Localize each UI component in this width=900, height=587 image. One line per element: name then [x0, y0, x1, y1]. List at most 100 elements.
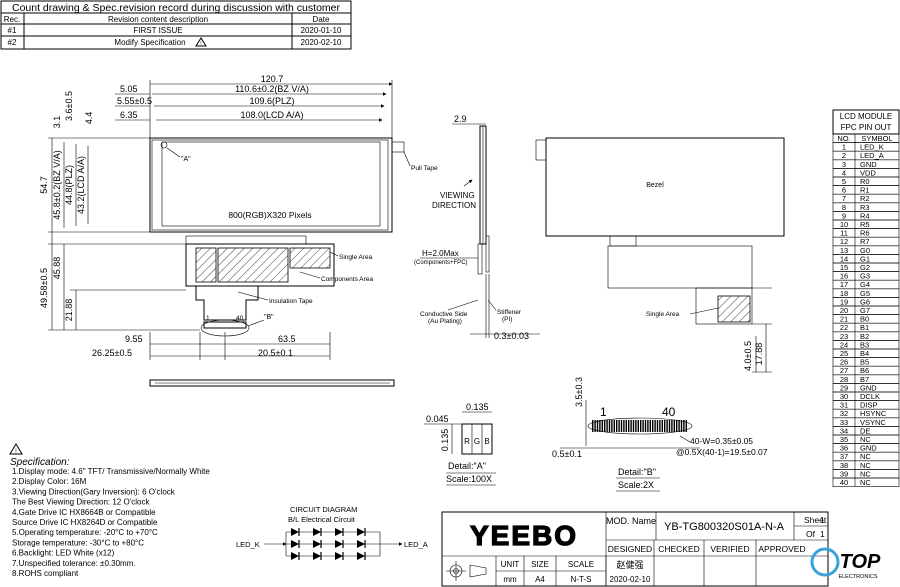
pin-number: 1: [842, 143, 846, 152]
pin-symbol: R6: [860, 229, 870, 238]
pin-symbol: GND: [860, 160, 877, 169]
mod-name-label: MOD. Name: [606, 516, 656, 526]
pin-number: 39: [840, 469, 848, 478]
pin-number: 7: [842, 194, 846, 203]
dim-top-3: 4.4: [84, 112, 94, 125]
revision-row-2-rec: #2: [8, 38, 17, 47]
dim-20-5: 20.5±0.1: [258, 348, 293, 358]
led-icon: [313, 552, 322, 560]
dim-thickness: 2.9: [454, 114, 467, 124]
pin-number: 21: [840, 315, 848, 324]
fpc-pin: [644, 420, 647, 432]
warning-icon: !: [9, 443, 23, 455]
fpc-pin: [649, 420, 651, 432]
back-single-area-label: Single Area: [646, 311, 680, 318]
detail-b-pins: [592, 420, 687, 432]
fpc-pin: [599, 420, 601, 432]
led-icon: [313, 528, 322, 536]
dim-63-5: 63.5: [278, 334, 296, 344]
fpc-pin: [683, 420, 685, 432]
fpc-pin: [652, 420, 654, 432]
fpc-pin: [671, 420, 673, 432]
detail-a-scale: Scale:100X: [446, 474, 492, 484]
dim-height-bz: 45.8±0.2(BZ V/A): [52, 150, 62, 219]
mod-name: YB-TG800320S01A-N-A: [664, 521, 784, 533]
fpc-pin: [608, 420, 611, 432]
led-icon: [357, 540, 366, 548]
specification: ! Specification: 1.Display mode: 4.6" TF…: [9, 443, 210, 578]
h-max-sub: (Components+FPC): [414, 260, 468, 266]
spec-line: Source Drive IC HX8264D or Compatible: [12, 518, 158, 527]
pin-number: 30: [840, 392, 848, 401]
unit-label: UNIT: [501, 560, 520, 569]
pin-symbol: HSYNC: [860, 409, 887, 418]
pin-number: 20: [840, 306, 848, 315]
dim-9-55: 9.55: [125, 334, 143, 344]
revision-row-1-rec: #1: [8, 26, 17, 35]
pin-table-col-no: NO.: [837, 134, 850, 143]
back-dim-4: 4.0±0.5: [743, 341, 753, 371]
circuit-diagram: CIRCUIT DIAGRAM B/L Electrical Circuit L…: [236, 505, 428, 560]
revision-row-1-date: 2020-01-10: [301, 26, 342, 35]
led-icon: [291, 528, 300, 536]
h-max-label: H=2.0Max: [422, 249, 459, 258]
dim-fpc-total: 49.58±0.5: [39, 268, 49, 308]
circuit-title: CIRCUIT DIAGRAM: [290, 505, 357, 514]
pin-symbol: VDD: [860, 168, 876, 177]
pin-symbol: B4: [860, 349, 869, 358]
fpc-pin: [601, 420, 603, 432]
viewing-direction-2: DIRECTION: [432, 201, 476, 210]
fpc-pin: [637, 420, 639, 432]
unit-value: mm: [503, 575, 517, 584]
fpc-pin: [625, 420, 627, 432]
pin-number: 33: [840, 418, 848, 427]
pin-symbol: DE: [860, 426, 870, 435]
pin-symbol: B3: [860, 340, 869, 349]
stiffener-1: Stiffener: [497, 309, 522, 316]
pin-symbol: R2: [860, 194, 870, 203]
detail-a-marker: [160, 141, 168, 149]
pin-number: 15: [840, 263, 848, 272]
scale-value: N-T-S: [571, 575, 592, 584]
revision-row-2-desc: Modify Specification: [114, 38, 185, 47]
fpc-pin: [611, 420, 613, 432]
pin-symbol: G3: [860, 272, 870, 281]
pin-symbol: R4: [860, 211, 870, 220]
svg-text:!: !: [15, 449, 17, 455]
active-area: [161, 141, 381, 227]
stiffener-dim: 0.3±0.03: [494, 331, 529, 341]
top-dimensions: 120.7 110.6±0.2(BZ V/A) 109.6(PLZ) 108.0…: [115, 74, 393, 138]
sheet-value: 1: [820, 515, 825, 525]
fpc-pin: [616, 420, 618, 432]
pin-symbol: GND: [860, 383, 877, 392]
dim-height-lcd: 43.2(LCD A/A): [76, 156, 86, 214]
pin-number: 3: [842, 160, 846, 169]
conductive-side-1: Conductive Side: [420, 311, 468, 318]
pin-number: 9: [842, 211, 846, 220]
pin-number: 31: [840, 401, 848, 410]
bezel-label: Bezel: [646, 182, 664, 189]
fpc-pin: [664, 420, 666, 432]
pin-number: 26: [840, 358, 848, 367]
revision-header-desc: Revision content description: [108, 15, 208, 24]
pin-number: 2: [842, 151, 846, 160]
pin-symbol: VSYNC: [860, 418, 886, 427]
stiffener-2: (PI): [502, 316, 512, 323]
dim-height-plz: 44.8(PLZ): [64, 165, 74, 205]
fpc-pin: [668, 420, 671, 432]
fpc-pin: [659, 420, 661, 432]
dim-height-total: 54.7: [39, 176, 49, 194]
pin-number: 36: [840, 444, 848, 453]
pin-symbol: NC: [860, 478, 871, 487]
fpc-pin: [618, 420, 620, 432]
pin-number: 16: [840, 272, 848, 281]
front-view: 120.7 110.6±0.2(BZ V/A) 109.6(PLZ) 108.0…: [39, 74, 438, 387]
single-area: [289, 247, 331, 269]
sheet-label: Sheet: [804, 515, 827, 525]
led-icon: [335, 552, 344, 560]
warning-icon: !: [195, 37, 207, 47]
logo-subtext: ELECTRONICS: [838, 574, 877, 580]
led-icon: [335, 540, 344, 548]
